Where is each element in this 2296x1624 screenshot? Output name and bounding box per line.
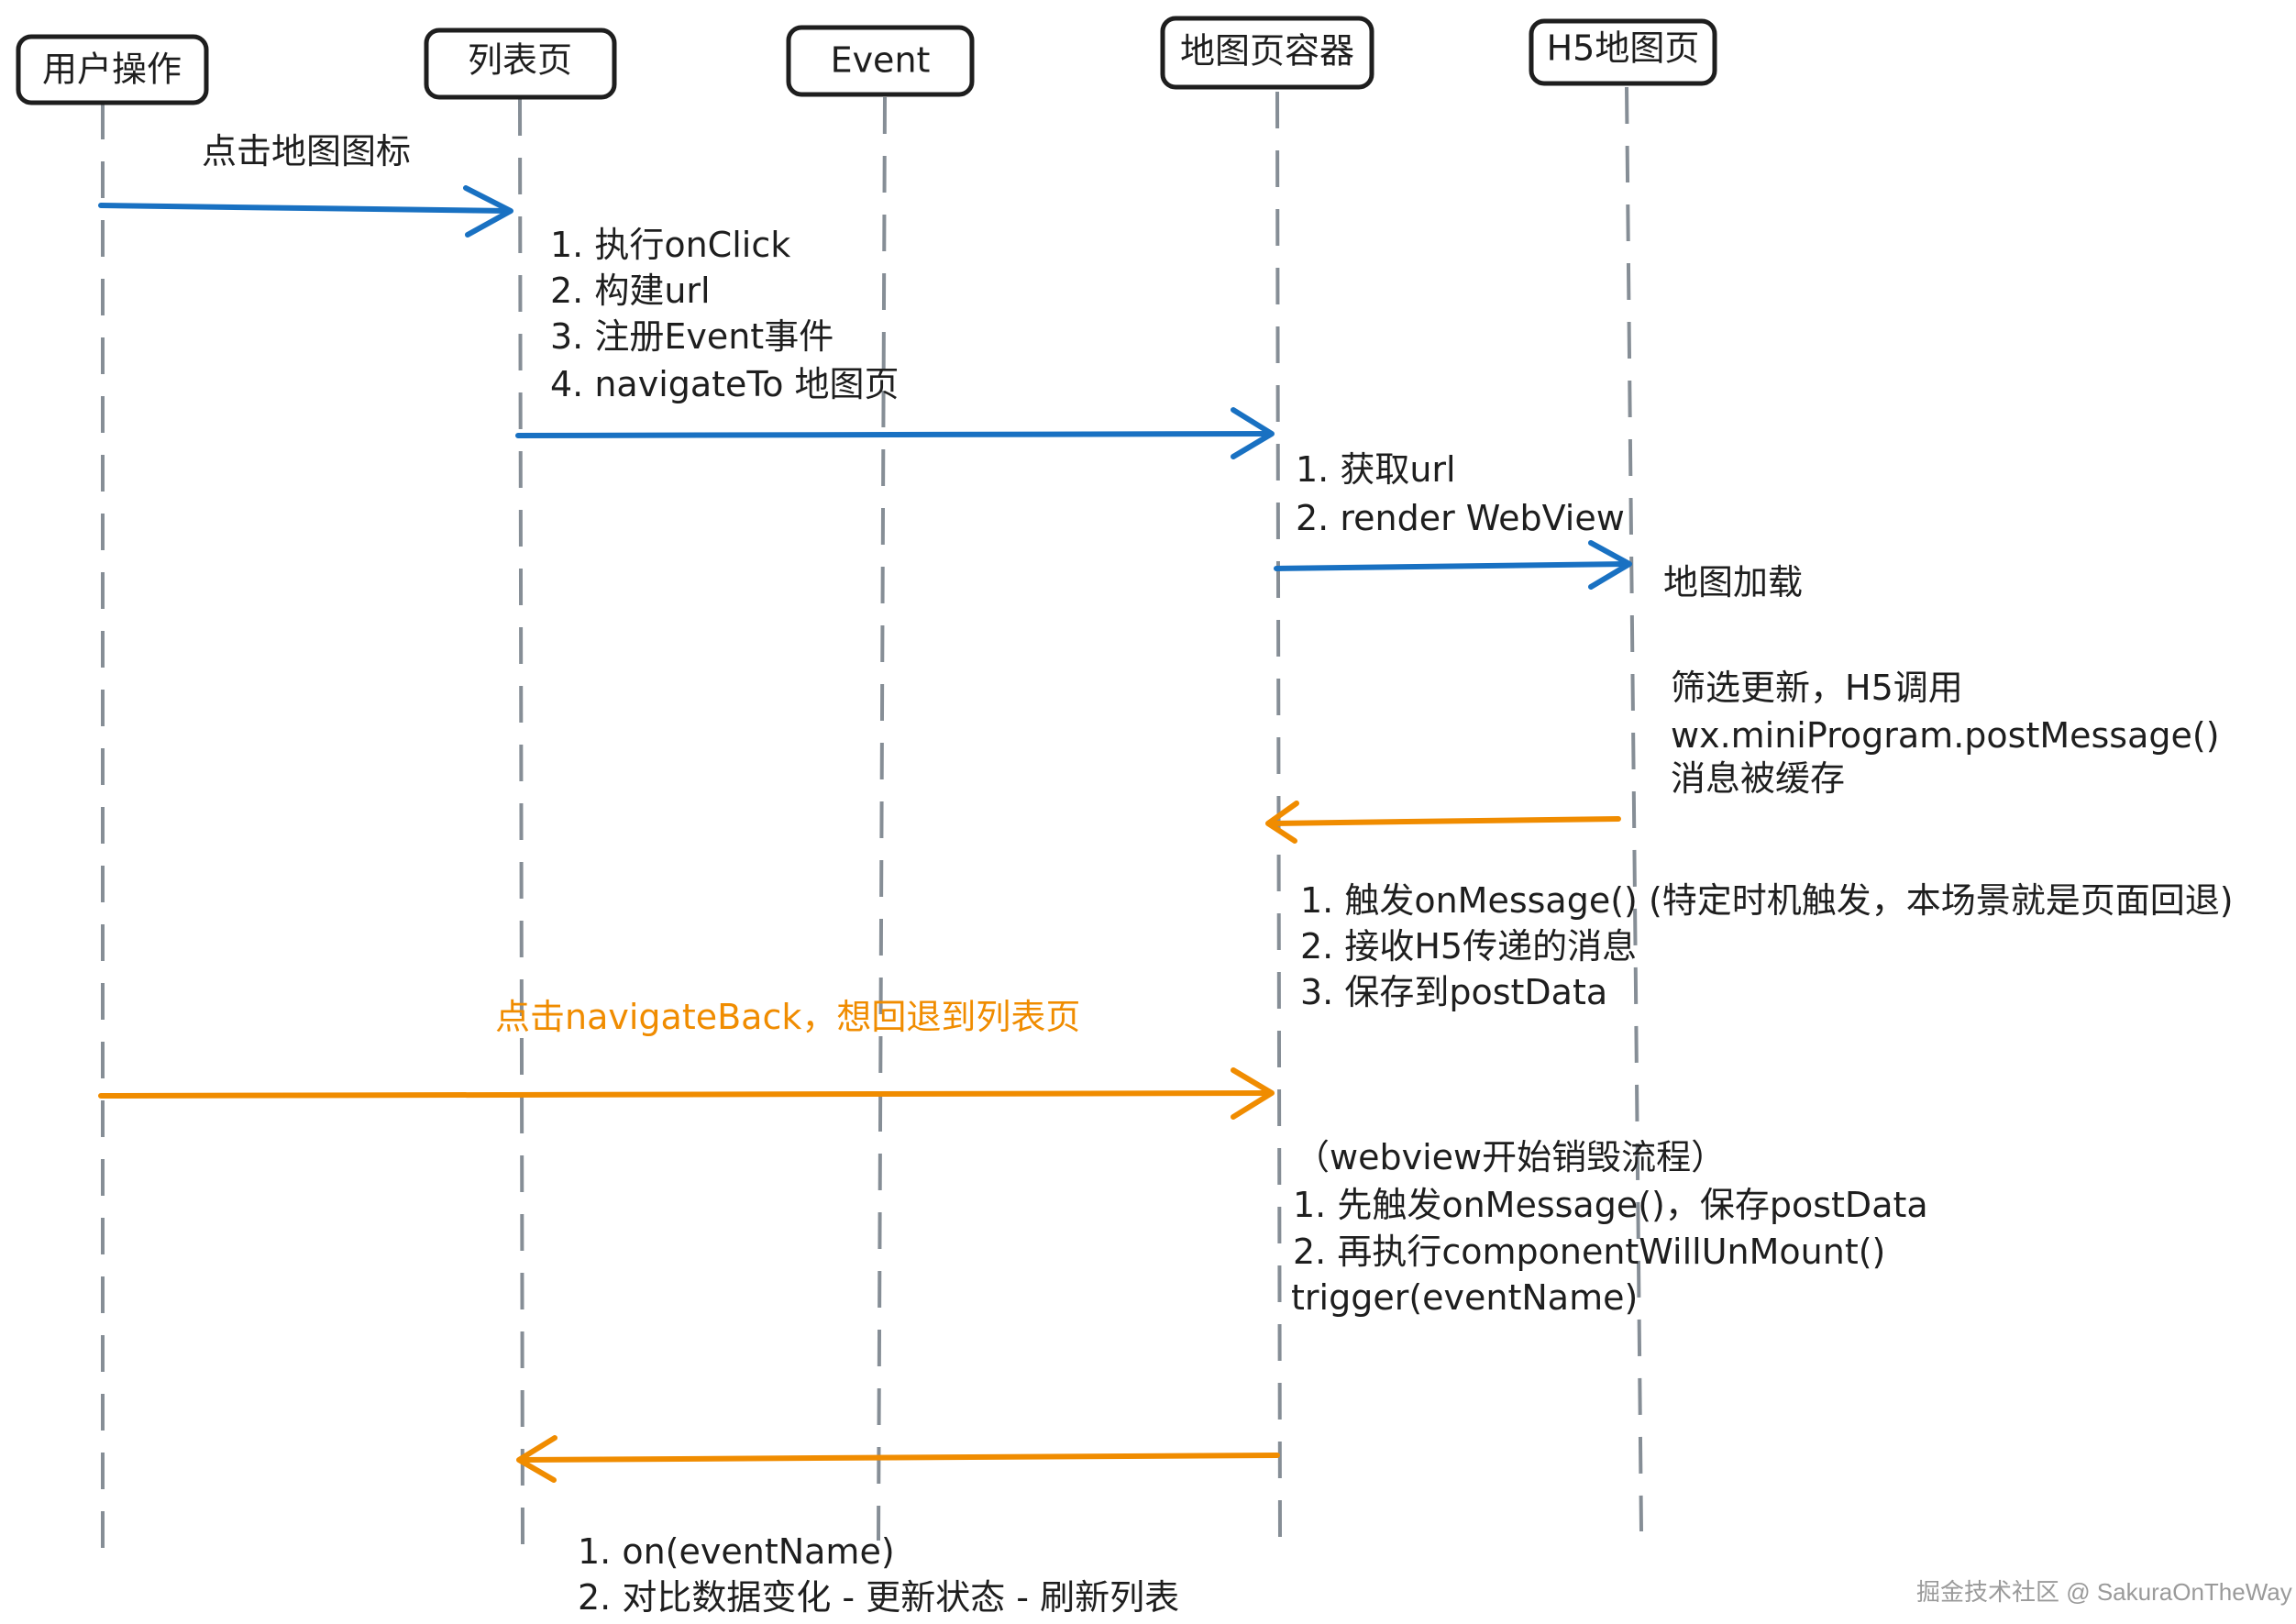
actor-h5-label: H5地图页 [1547, 28, 1700, 69]
note-container-steps: 1. 获取url 2. render WebView [1296, 449, 1625, 538]
note-container-message: 1. 触发onMessage() (特定时机触发，本场景就是页面回退) 2. 接… [1300, 880, 2234, 1012]
note-h5-post: 筛选更新，H5调用 wx.miniProgram.postMessage() 消… [1671, 668, 2220, 799]
note-line: 1. on(eventName) [578, 1531, 895, 1572]
note-line: 1. 获取url [1296, 449, 1456, 490]
note-line: 1. 触发onMessage() (特定时机触发，本场景就是页面回退) [1300, 880, 2234, 921]
note-line: 4. navigateTo 地图页 [550, 364, 900, 404]
note-line: 2. 构建url [550, 271, 711, 311]
note-line: wx.miniProgram.postMessage() [1671, 715, 2220, 756]
note-line: 2. 对比数据变化 - 更新状态 - 刷新列表 [578, 1577, 1179, 1618]
note-h5-load: 地图加载 [1663, 562, 1803, 602]
lifeline-event [877, 96, 887, 1541]
note-line: 3. 保存到postData [1300, 972, 1607, 1012]
note-line: 3. 注册Event事件 [550, 316, 833, 357]
actor-event-label: Event [831, 40, 931, 81]
note-line: （webview开始销毁流程） [1295, 1137, 1726, 1177]
note-list-steps: 1. 执行onClick 2. 构建url 3. 注册Event事件 4. na… [550, 225, 900, 404]
arrow-user-to-list [98, 185, 513, 238]
note-line: 筛选更新，H5调用 [1671, 668, 1963, 708]
note-container-destroy: （webview开始销毁流程） 1. 先触发onMessage()，保存post… [1291, 1137, 1928, 1318]
note-line: 2. render WebView [1296, 498, 1625, 538]
actor-user: 用户操作 [16, 34, 209, 105]
arrow-container-to-h5 [1274, 540, 1632, 590]
watermark: 掘金技术社区 @ SakuraOnTheWay [1916, 1578, 2292, 1606]
note-line: 消息被缓存 [1671, 758, 1845, 799]
actor-list-label: 列表页 [468, 40, 572, 81]
arrow-h5-to-container [1265, 801, 1621, 844]
actor-list: 列表页 [424, 28, 617, 100]
arrow-list-to-container [515, 407, 1275, 459]
lifeline-list [518, 98, 524, 1551]
message-label-navigate-back: 点击navigateBack，想回退到列表页 [495, 997, 1080, 1037]
note-line: 2. 接收H5传递的消息 [1300, 926, 1637, 967]
note-line: 2. 再执行componentWillUnMount() [1293, 1232, 1885, 1272]
note-line: trigger(eventName) [1291, 1277, 1638, 1318]
lifeline-h5 [1625, 86, 1643, 1532]
actor-h5: H5地图页 [1529, 18, 1717, 86]
actor-event: Event [786, 25, 975, 97]
actor-user-label: 用户操作 [42, 50, 182, 90]
note-line: 1. 执行onClick [550, 225, 790, 265]
message-label-click-map-icon: 点击地图图标 [202, 131, 411, 171]
actor-container-label: 地图页容器 [1180, 31, 1354, 72]
note-line: 1. 先触发onMessage()，保存postData [1293, 1185, 1928, 1225]
arrow-user-to-container [98, 1067, 1275, 1120]
actor-container: 地图页容器 [1160, 16, 1374, 90]
arrow-container-to-list [516, 1435, 1280, 1483]
note-list-final: 1. on(eventName) 2. 对比数据变化 - 更新状态 - 刷新列表 [578, 1531, 1179, 1618]
